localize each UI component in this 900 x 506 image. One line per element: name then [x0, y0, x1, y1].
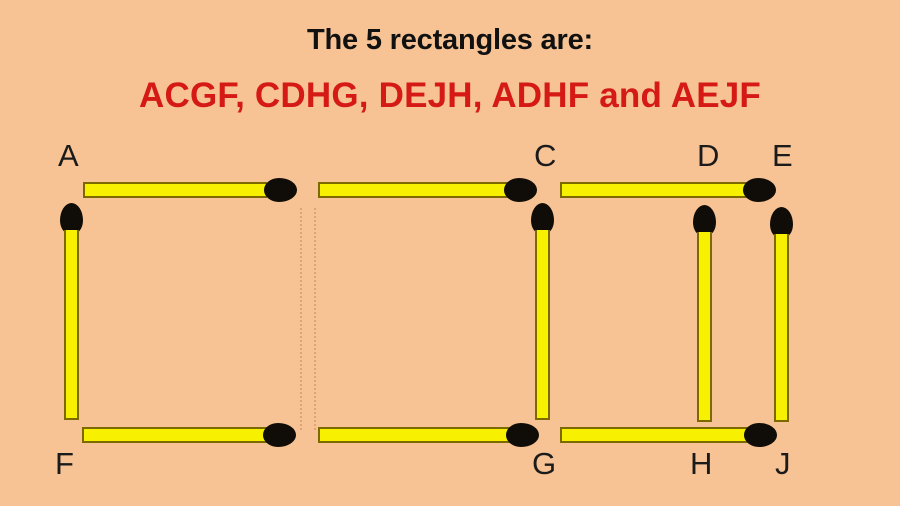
matchstick-head: [531, 203, 554, 234]
matchstick-head: [264, 178, 297, 202]
matchstick-body: [560, 182, 747, 198]
matchstick-body: [82, 427, 268, 443]
matchstick-head: [504, 178, 537, 202]
matchstick-head: [744, 423, 777, 447]
vertex-label-j: J: [775, 446, 791, 481]
matchstick-body: [83, 182, 267, 198]
matchstick-body: [774, 234, 789, 422]
matchstick-body: [318, 182, 508, 198]
matchstick-head: [770, 207, 793, 238]
vertex-label-d: D: [697, 138, 720, 173]
vertex-label-c: C: [534, 138, 557, 173]
matchstick-head: [693, 205, 716, 236]
vertex-label-h: H: [690, 446, 713, 481]
matchstick-head: [60, 203, 83, 234]
vertex-label-e: E: [772, 138, 793, 173]
matchstick-head: [263, 423, 296, 447]
matchstick-body: [697, 232, 712, 422]
matchstick-body: [64, 230, 79, 420]
answer-text: ACGF, CDHG, DEJH, ADHF and AEJF: [139, 76, 761, 115]
vertex-label-f: F: [55, 446, 74, 481]
dotted-guide-line: [300, 208, 304, 430]
vertex-label-g: G: [532, 446, 557, 481]
matchstick-head: [743, 178, 776, 202]
page-title: The 5 rectangles are:: [307, 24, 593, 56]
matchstick-head: [506, 423, 539, 447]
matchstick-body: [318, 427, 510, 443]
matchstick-body: [560, 427, 748, 443]
matchstick-body: [535, 230, 550, 420]
vertex-label-a: A: [58, 138, 79, 173]
dotted-guide-line: [314, 208, 318, 430]
